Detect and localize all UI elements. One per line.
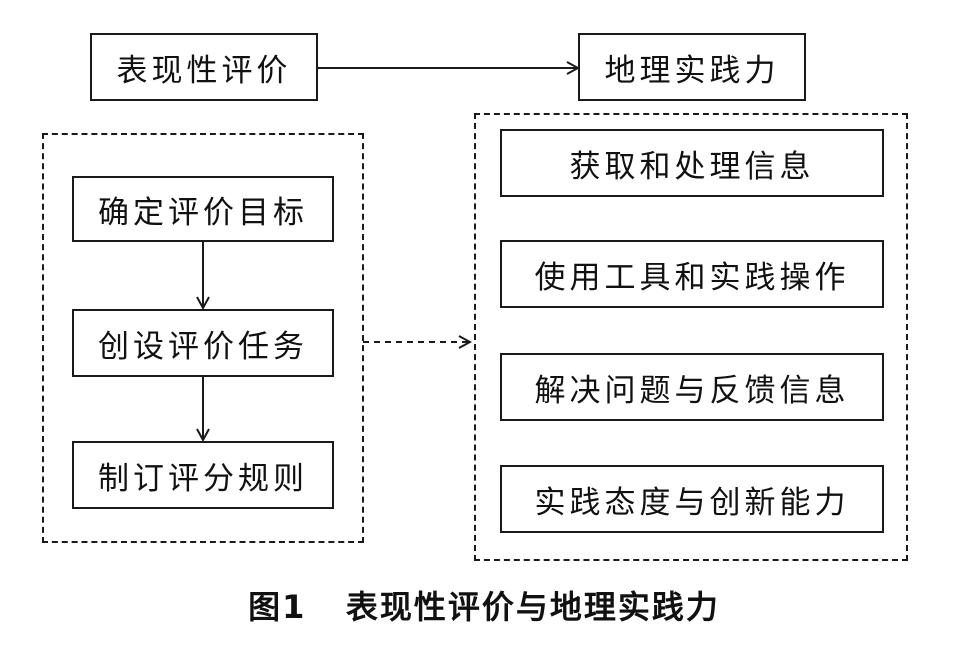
source-box: 表现性评价 (90, 33, 318, 101)
competency-box-3: 解决问题与反馈信息 (500, 353, 884, 421)
competency-box-1: 获取和处理信息 (500, 129, 884, 197)
step-label-2: 创设评价任务 (98, 328, 308, 365)
competency-box-4: 实践态度与创新能力 (500, 465, 884, 533)
step-box-1: 确定评价目标 (72, 176, 334, 242)
competency-label-2: 使用工具和实践操作 (534, 259, 850, 296)
figure-caption: 图1 表现性评价与地理实践力 (248, 588, 720, 626)
competency-label-1: 获取和处理信息 (569, 148, 815, 185)
step-box-2: 创设评价任务 (72, 309, 334, 377)
left-process-group (42, 133, 364, 543)
source-label: 表现性评价 (116, 52, 292, 89)
step-box-3: 制订评分规则 (72, 441, 334, 509)
step-label-3: 制订评分规则 (98, 460, 308, 497)
competency-box-2: 使用工具和实践操作 (500, 240, 884, 308)
target-box: 地理实践力 (578, 33, 806, 101)
step-label-1: 确定评价目标 (98, 194, 308, 231)
right-competency-group (474, 113, 908, 561)
competency-label-3: 解决问题与反馈信息 (534, 372, 850, 409)
target-label: 地理实践力 (604, 52, 780, 89)
competency-label-4: 实践态度与创新能力 (534, 484, 850, 521)
